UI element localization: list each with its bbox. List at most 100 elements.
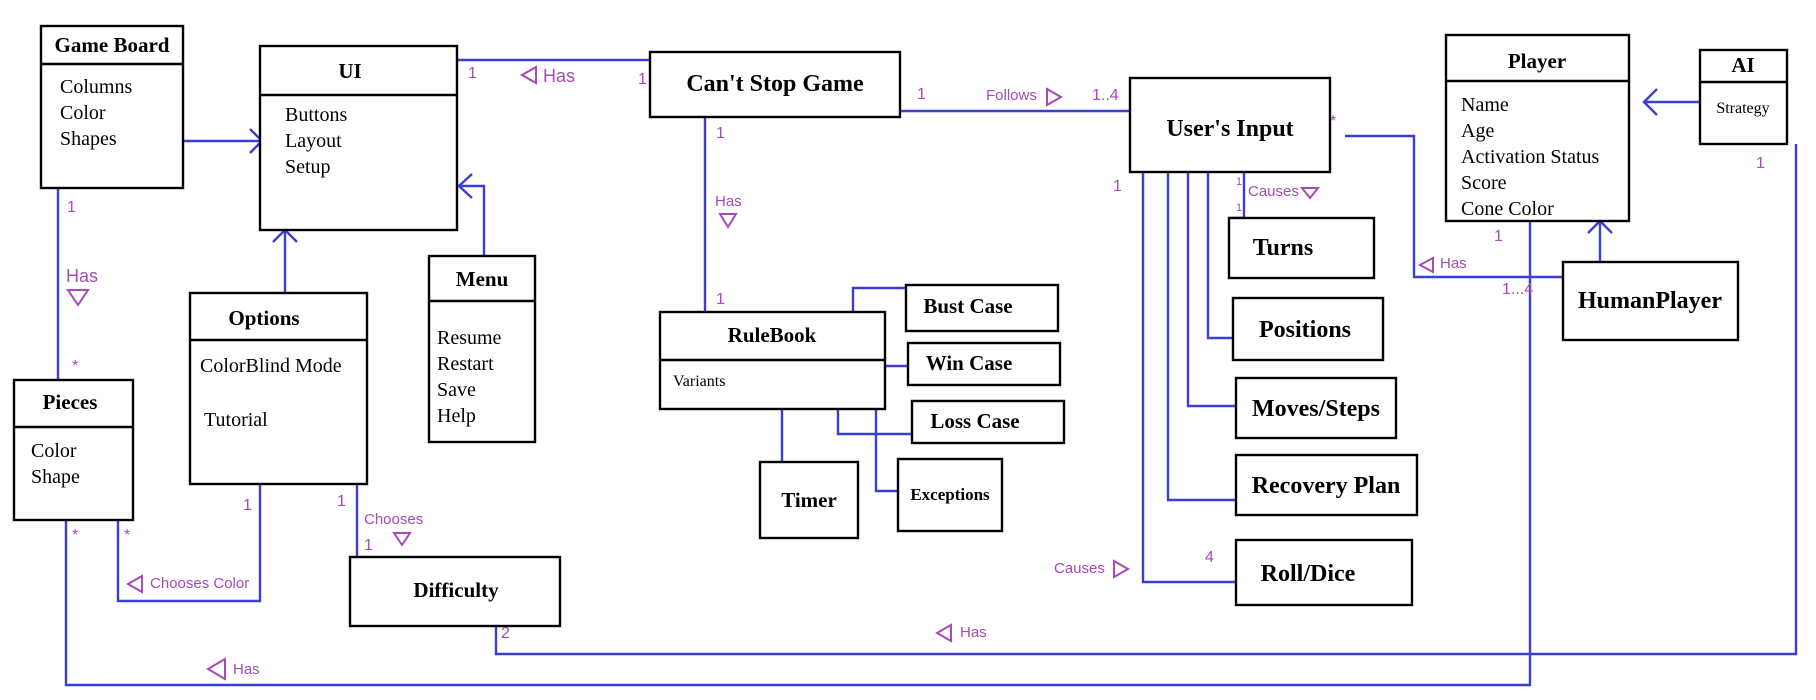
class-title-turns: Turns: [1253, 235, 1314, 261]
edge-input-human: [1345, 134, 1563, 279]
class-title-human-player: HumanPlayer: [1578, 288, 1722, 314]
attr-save: Save: [437, 379, 476, 401]
class-options: Options ColorBlind Mode Tutorial: [188, 291, 369, 486]
mult-input-roll-a: 1: [1113, 178, 1122, 195]
attr-score: Score: [1461, 172, 1507, 194]
direction-triangle-input-human: [1417, 256, 1434, 274]
mult-options-pieces-b: *: [124, 527, 130, 544]
rel-label-options-diff: Chooses: [364, 511, 423, 528]
mult-input-human-a: *: [1330, 113, 1336, 130]
mult-ai-diff-b: 2: [501, 625, 510, 642]
class-title-difficulty: Difficulty: [413, 578, 499, 602]
direction-triangle-game-input: [1046, 87, 1064, 107]
mult-player-pieces-b: *: [72, 527, 78, 544]
attr-pieces-color: Color: [31, 440, 77, 462]
class-title-roll-dice: Roll/Dice: [1261, 561, 1356, 587]
class-difficulty: Difficulty: [348, 555, 562, 628]
arrow-menu-ui: [457, 173, 473, 199]
rel-label-game-rule: Has: [715, 193, 742, 210]
class-positions: Positions: [1231, 296, 1385, 362]
arrow-ai-player: [1642, 88, 1658, 116]
class-moves-steps: Moves/Steps: [1234, 376, 1398, 440]
attr-tutorial: Tutorial: [204, 409, 268, 431]
attr-layout: Layout: [285, 130, 342, 152]
mult-player-pieces-a: 1: [1494, 228, 1503, 245]
class-title-positions: Positions: [1259, 317, 1351, 343]
direction-triangle-options-diff: [392, 532, 412, 547]
mult-options-diff-b: 1: [364, 537, 373, 554]
class-win-case: Win Case: [906, 341, 1062, 387]
class-title-timer: Timer: [781, 488, 837, 512]
class-rulebook: RuleBook Variants: [658, 310, 887, 411]
class-title-options: Options: [228, 306, 299, 330]
edge-input-moves: [1186, 172, 1236, 408]
mult-board-pieces-b: *: [72, 358, 78, 375]
attr-setup: Setup: [285, 156, 331, 178]
edge-menu-ui: [459, 184, 486, 256]
attr-colorblind-mode: ColorBlind Mode: [200, 355, 342, 377]
mult-ai-diff-a: 1: [1756, 155, 1765, 172]
rel-label-ai-diff: Has: [960, 624, 987, 641]
class-title-moves-steps: Moves/Steps: [1252, 396, 1380, 422]
attr-restart: Restart: [437, 353, 494, 375]
attr-shapes: Shapes: [60, 128, 117, 150]
class-title-win-case: Win Case: [926, 351, 1013, 375]
class-recovery-plan: Recovery Plan: [1234, 453, 1419, 517]
class-bust-case: Bust Case: [904, 283, 1060, 333]
class-human-player: HumanPlayer: [1561, 260, 1740, 342]
edges: [56, 58, 1798, 687]
attr-buttons: Buttons: [285, 104, 347, 126]
mult-options-diff-a: 1: [337, 493, 346, 510]
class-title-cant-stop-game: Can't Stop Game: [686, 71, 864, 97]
class-title-rulebook: RuleBook: [728, 323, 817, 347]
class-title-exceptions: Exceptions: [910, 485, 990, 504]
mult-game-input-a: 1: [917, 86, 926, 103]
rel-label-player-pieces: Has: [233, 661, 260, 678]
class-pieces: Pieces Color Shape: [12, 378, 135, 522]
edge-ai-difficulty: [494, 144, 1798, 656]
direction-triangle-player-pieces: [206, 657, 226, 681]
attr-activation-status: Activation Status: [1461, 146, 1600, 168]
class-title-users-input: User's Input: [1166, 116, 1293, 142]
class-title-bust-case: Bust Case: [923, 294, 1012, 318]
edge-rule-exceptions: [874, 409, 898, 493]
relation-labels: 1 Has 1 1 Follows 1..4 1 Has 1 1 Has * 1…: [66, 65, 1765, 681]
class-exceptions: Exceptions: [896, 457, 1004, 533]
class-turns: Turns: [1227, 216, 1376, 280]
class-ui: UI Buttons Layout Setup: [258, 44, 459, 232]
rel-label-ui-game: Has: [543, 66, 575, 86]
edge-input-recovery: [1166, 172, 1236, 502]
class-title-menu: Menu: [456, 267, 509, 291]
edge-player-pieces: [64, 221, 1532, 687]
mult-game-rule-b: 1: [716, 291, 725, 308]
direction-triangle-ui-game: [519, 65, 537, 85]
class-ai: AI Strategy: [1698, 48, 1789, 146]
attr-age: Age: [1461, 120, 1494, 142]
attr-columns: Columns: [60, 76, 132, 98]
class-title-ui: UI: [338, 59, 361, 83]
mult-input-roll-b: 4: [1205, 549, 1214, 566]
direction-triangle-input-roll: [1113, 559, 1131, 579]
class-cant-stop-game: Can't Stop Game: [648, 50, 902, 119]
attr-pieces-shape: Shape: [31, 466, 80, 488]
mult-input-turns-a: 1: [1236, 176, 1242, 188]
attr-color: Color: [60, 102, 106, 124]
direction-triangle-input-turns: [1299, 187, 1321, 200]
edge-rule-bust: [851, 286, 906, 312]
attr-variants: Variants: [673, 373, 725, 390]
mult-ui-game-a: 1: [468, 65, 477, 82]
direction-triangle-board-pieces: [66, 289, 90, 307]
class-title-ai: AI: [1731, 53, 1754, 77]
rel-label-input-roll: Causes: [1054, 560, 1105, 577]
rel-label-input-turns: Causes: [1248, 183, 1299, 200]
class-loss-case: Loss Case: [910, 399, 1066, 445]
class-title-player: Player: [1508, 49, 1566, 73]
mult-ui-game-b: 1: [638, 71, 647, 88]
edge-options-pieces: [116, 484, 262, 603]
class-title-game-board: Game Board: [55, 33, 170, 57]
class-roll-dice: Roll/Dice: [1234, 538, 1414, 607]
mult-game-rule-a: 1: [716, 125, 725, 142]
edge-rule-loss: [836, 409, 912, 436]
class-game-board: Game Board Columns Color Shapes: [39, 24, 185, 190]
